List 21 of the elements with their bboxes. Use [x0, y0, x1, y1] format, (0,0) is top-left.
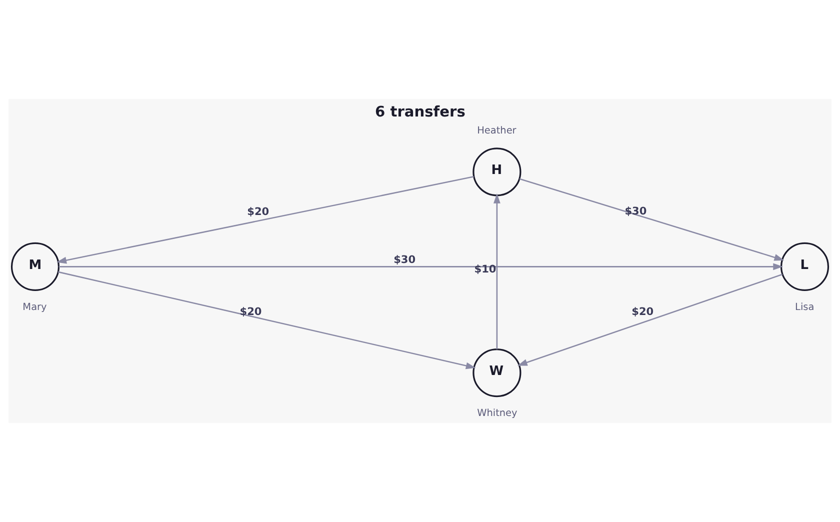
edge-label: $20: [240, 306, 262, 318]
node-circle: W: [472, 348, 522, 398]
arrow: [56, 176, 474, 264]
node-label: Heather: [477, 126, 516, 137]
edge-label: $10: [474, 263, 496, 276]
edge-label: $30: [394, 254, 416, 266]
arrow: [493, 193, 500, 350]
diagram-title: 6 transfers: [375, 103, 466, 120]
arrow: [519, 178, 784, 261]
node-circle: H: [472, 148, 522, 196]
edge-label: $20: [632, 306, 654, 318]
node-label: Mary: [22, 302, 47, 314]
arrow: [58, 263, 784, 270]
arrow: [58, 271, 476, 370]
node-circle: L: [780, 242, 830, 291]
node-label: Whitney: [477, 408, 518, 420]
node-circle: M: [10, 242, 60, 291]
edge-label: $20: [247, 206, 270, 218]
node-label: Lisa: [795, 302, 814, 314]
edge-label: $30: [624, 206, 647, 218]
arrow: [517, 274, 783, 366]
